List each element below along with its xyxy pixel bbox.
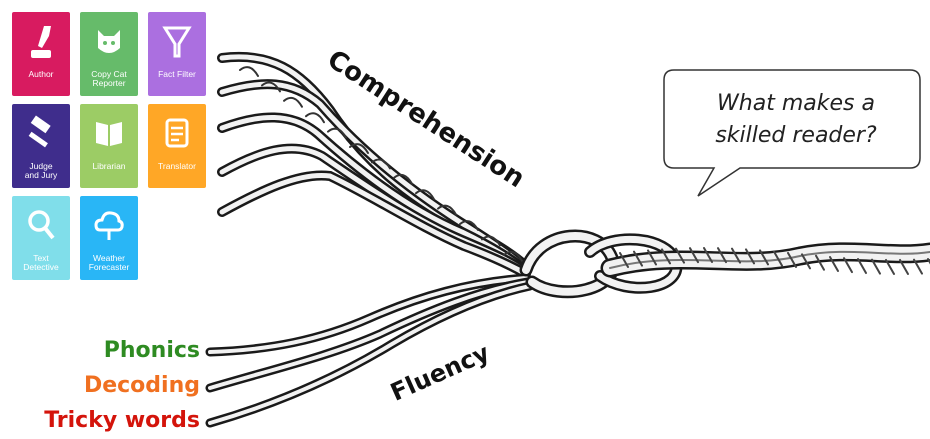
quill-pen-icon xyxy=(24,22,58,62)
tile-copy-cat-reporter[interactable]: Copy Cat Reporter xyxy=(80,12,138,96)
document-icon xyxy=(160,114,194,154)
magnifier-icon xyxy=(24,206,58,246)
cat-face-icon xyxy=(92,22,126,62)
tile-weather-forecaster[interactable]: Weather Forecaster xyxy=(80,196,138,280)
speech-bubble-line-1: What makes a xyxy=(676,88,916,120)
tile-label: Translator xyxy=(149,162,205,171)
tile-librarian[interactable]: Librarian xyxy=(80,104,138,188)
tile-fact-filter[interactable]: Fact Filter xyxy=(148,12,206,96)
cloud-icon xyxy=(92,206,126,246)
tile-label: Copy Cat Reporter xyxy=(81,70,137,88)
strand-label-tricky-words: Tricky words xyxy=(44,408,200,433)
tile-label: Text Detective xyxy=(13,254,69,272)
open-book-icon xyxy=(92,114,126,154)
tile-label: Weather Forecaster xyxy=(81,254,137,272)
tile-translator[interactable]: Translator xyxy=(148,104,206,188)
funnel-icon xyxy=(160,22,194,62)
speech-bubble-line-2: skilled reader? xyxy=(676,120,916,152)
tile-text-detective[interactable]: Text Detective xyxy=(12,196,70,280)
tile-label: Fact Filter xyxy=(149,70,205,79)
strand-label-decoding: Decoding xyxy=(84,373,200,398)
tile-label: Librarian xyxy=(81,162,137,171)
speech-bubble-text: What makes a skilled reader? xyxy=(676,88,916,152)
tile-label: Author xyxy=(13,70,69,79)
tile-judge-and-jury[interactable]: Judge and Jury xyxy=(12,104,70,188)
strand-label-phonics: Phonics xyxy=(104,338,200,363)
tile-label: Judge and Jury xyxy=(13,162,69,180)
gavel-icon xyxy=(24,114,58,154)
tile-author[interactable]: Author xyxy=(12,12,70,96)
